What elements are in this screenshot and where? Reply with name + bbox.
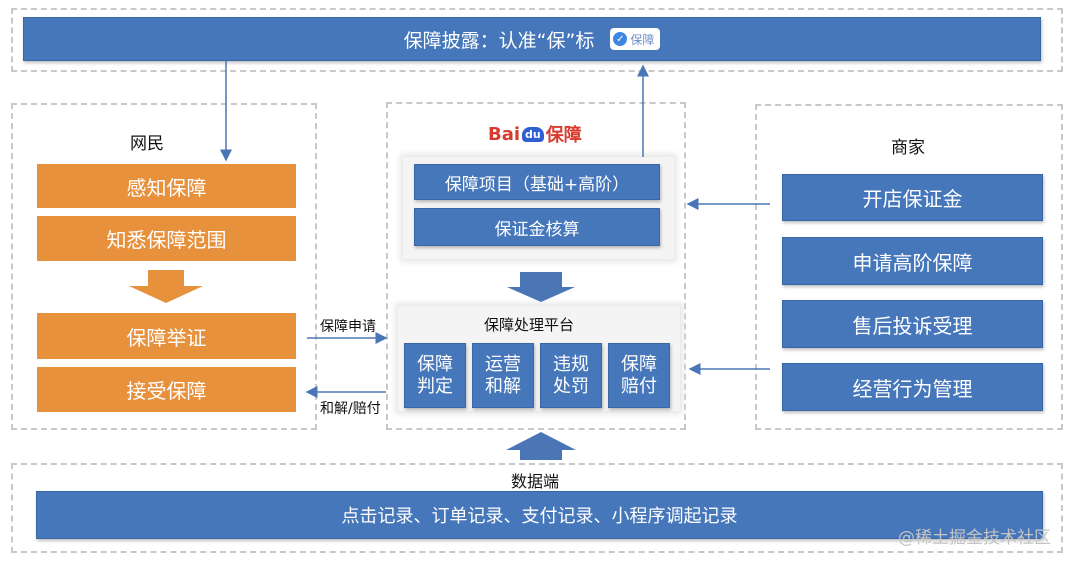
disclosure-banner: 保障披露：认准“保”标 ✓ 保障 xyxy=(23,17,1041,61)
cell-line: 判定 xyxy=(417,375,453,397)
netizen-item-accept: 接受保障 xyxy=(37,367,296,412)
netizen-item-know-scope: 知悉保障范围 xyxy=(37,216,296,261)
apply-label: 保障申请 xyxy=(320,319,376,335)
deposit-accounting-item: 保证金核算 xyxy=(414,208,660,246)
cell-line: 处罚 xyxy=(553,375,589,397)
cell-line: 违规 xyxy=(553,353,589,375)
merchant-title: 商家 xyxy=(891,138,925,158)
merchant-item-advanced: 申请高阶保障 xyxy=(782,237,1043,285)
netizen-item-perceive: 感知保障 xyxy=(37,164,296,208)
protection-badge: ✓ 保障 xyxy=(610,28,661,50)
platform-cell-judgement: 保障 判定 xyxy=(404,343,466,408)
cell-line: 和解 xyxy=(485,375,521,397)
data-records-bar: 点击记录、订单记录、支付记录、小程序调起记录 xyxy=(36,491,1043,539)
platform-cell-compensation: 保障 赔付 xyxy=(608,343,670,408)
netizen-title: 网民 xyxy=(130,134,164,154)
merchant-panel xyxy=(755,104,1063,430)
netizen-item-proof: 保障举证 xyxy=(37,313,296,359)
baidu-protection-panel xyxy=(386,102,686,430)
cell-line: 赔付 xyxy=(621,375,657,397)
data-to-platform-arrow xyxy=(506,432,576,460)
disclosure-text: 保障披露：认准“保”标 xyxy=(403,29,595,52)
cell-line: 运营 xyxy=(485,353,521,375)
baidu-paw-icon: du xyxy=(522,126,544,142)
logo-suffix-text: 保障 xyxy=(545,125,582,146)
top-disclosure-container xyxy=(11,8,1063,72)
watermark: @稀土掘金技术社区 xyxy=(898,528,1051,548)
cell-line: 保障 xyxy=(621,353,657,375)
protection-project-item: 保障项目（基础+高阶） xyxy=(414,164,660,200)
check-shield-icon: ✓ xyxy=(613,32,628,46)
merchant-item-behavior: 经营行为管理 xyxy=(782,363,1043,411)
logo-bai-text: Bai xyxy=(488,123,521,145)
netizen-panel xyxy=(11,103,317,430)
project-to-platform-arrow xyxy=(507,272,575,302)
settle-label: 和解/赔付 xyxy=(320,401,381,417)
merchant-item-deposit: 开店保证金 xyxy=(782,174,1043,221)
cell-line: 保障 xyxy=(417,353,453,375)
netizen-flow-arrow xyxy=(129,270,203,303)
badge-label: 保障 xyxy=(630,32,655,47)
data-end-label: 数据端 xyxy=(511,472,560,491)
platform-cell-settlement: 运营 和解 xyxy=(472,343,534,408)
platform-title: 保障处理平台 xyxy=(484,316,575,334)
baidu-protection-logo: Bai du 保障 xyxy=(488,121,582,147)
platform-cell-penalty: 违规 处罚 xyxy=(540,343,602,408)
merchant-item-complaint: 售后投诉受理 xyxy=(782,300,1043,348)
data-end-container xyxy=(11,463,1063,553)
